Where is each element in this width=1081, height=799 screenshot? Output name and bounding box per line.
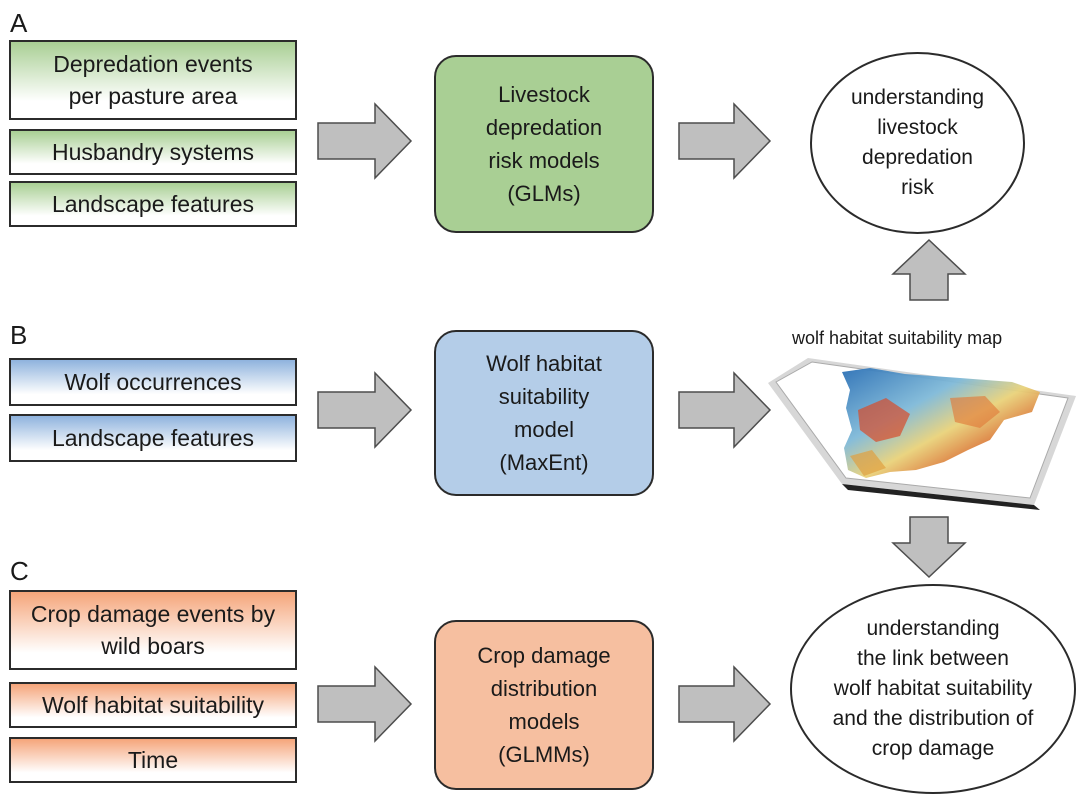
model-wolf-habitat: Wolf habitat suitability model (MaxEnt) (434, 330, 654, 496)
input-depredation-events: Depredation events per pasture area (9, 40, 297, 120)
arrow-a2 (678, 102, 772, 180)
arrow-c2 (678, 665, 772, 743)
habitat-map-image (768, 358, 1076, 510)
model-livestock-depredation: Livestock depredation risk models (GLMs) (434, 55, 654, 233)
arrow-b2 (678, 371, 772, 449)
model-wolf-habitat-label: Wolf habitat suitability model (MaxEnt) (486, 351, 602, 475)
input-time: Time (9, 737, 297, 783)
outcome-livestock-risk-label: understanding livestock depredation risk (850, 86, 985, 199)
model-crop-damage: Crop damage distribution models (GLMMs) (434, 620, 654, 790)
outcome-livestock-risk: understanding livestock depredation risk (810, 52, 1025, 234)
model-crop-damage-label: Crop damage distribution models (GLMMs) (477, 643, 611, 767)
arrow-down-to-crop (891, 516, 967, 579)
arrow-b1 (317, 371, 413, 449)
panel-letter-c: C (10, 556, 29, 586)
outcome-crop-damage-link: understanding the link between wolf habi… (790, 584, 1076, 794)
input-crop-damage-events: Crop damage events by wild boars (9, 590, 297, 670)
arrow-c1 (317, 665, 413, 743)
map-caption: wolf habitat suitability map (792, 328, 1003, 348)
input-landscape-features-a: Landscape features (9, 181, 297, 227)
model-livestock-depredation-label: Livestock depredation risk models (GLMs) (485, 82, 603, 206)
input-landscape-features-b: Landscape features (9, 414, 297, 462)
input-wolf-habitat-suitability: Wolf habitat suitability (9, 682, 297, 728)
panel-letter-b: B (10, 320, 28, 350)
input-husbandry-systems: Husbandry systems (9, 129, 297, 175)
arrow-a1 (317, 102, 413, 180)
panel-letter-a: A (10, 8, 28, 38)
map-region-shape (842, 368, 1040, 478)
input-wolf-occurrences: Wolf occurrences (9, 358, 297, 406)
arrow-up-to-livestock (891, 238, 967, 301)
outcome-crop-damage-link-label: understanding the link between wolf habi… (832, 617, 1034, 760)
